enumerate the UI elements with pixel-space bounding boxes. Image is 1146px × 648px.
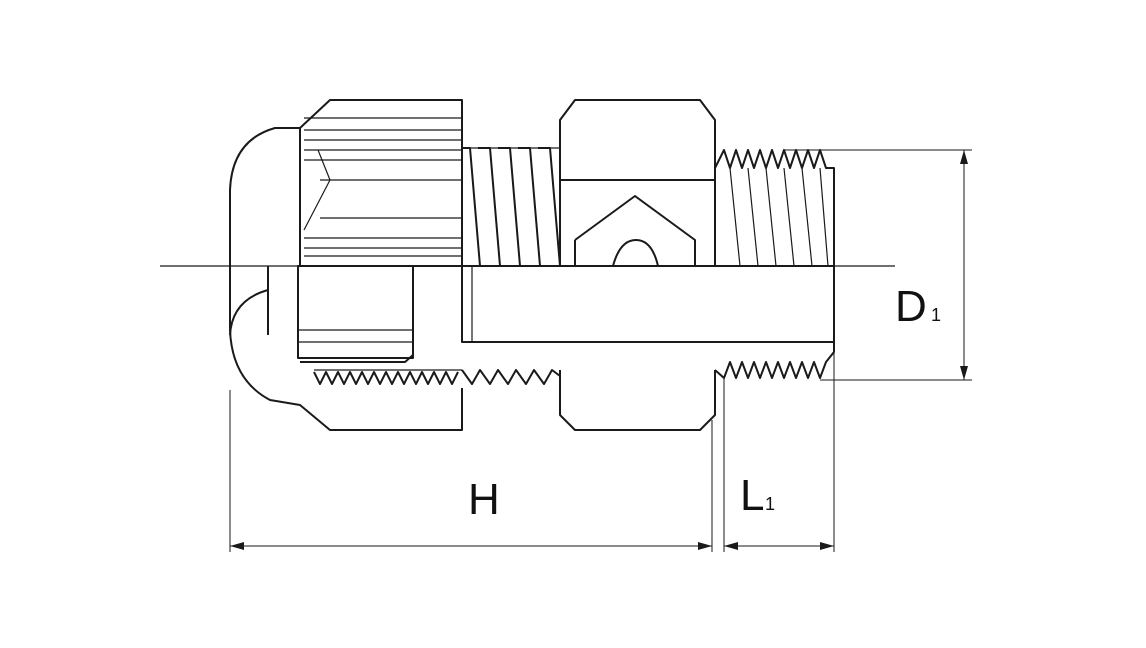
label-h: H — [468, 475, 500, 524]
hex-body — [559, 99, 716, 431]
compression-nut — [299, 99, 463, 267]
inner-seal — [297, 265, 462, 385]
output-thread — [714, 149, 835, 379]
label-l-subscript: 1 — [765, 494, 775, 514]
label-l: L — [740, 471, 764, 520]
body-lower — [461, 265, 835, 385]
dome-cap — [229, 127, 463, 431]
body-thread — [462, 147, 561, 267]
label-d: D — [895, 282, 927, 331]
label-d-subscript: 1 — [931, 305, 941, 325]
dimension-lines — [229, 149, 972, 552]
